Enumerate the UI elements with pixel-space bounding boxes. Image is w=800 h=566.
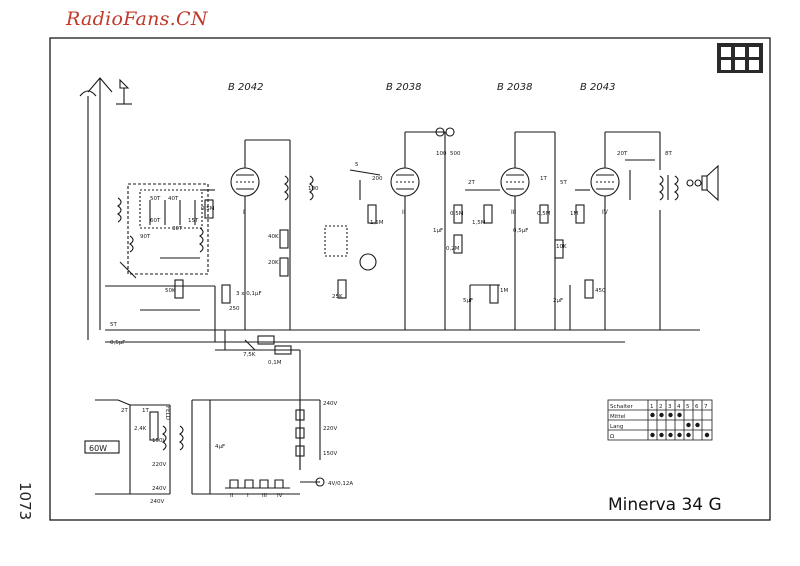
label-r-75K: 7,5K	[243, 352, 256, 358]
mains-voltage: 240V	[150, 499, 164, 505]
label-c-50T: 50T	[150, 196, 161, 202]
label-r-05M-c: 0,5M	[537, 211, 551, 217]
label-r-24K: 2,4K	[134, 426, 147, 432]
label-c-8T: 8T	[665, 151, 672, 157]
stage-numeral-4: IV	[602, 209, 609, 216]
tube-label-2: B 2038	[386, 82, 422, 93]
rectifier-tap-3: III	[262, 493, 267, 499]
switch-col-4: 4	[677, 404, 681, 410]
switch-col-6: 6	[695, 404, 699, 410]
rectifier-tap-1: II	[230, 493, 234, 499]
label-c-5T: 5T	[110, 322, 117, 328]
label-c-100a: 100	[308, 186, 319, 192]
label-c-90T: 90T	[140, 234, 151, 240]
label-c-1uF: 1μF	[433, 228, 443, 234]
secondary-tap-240: 240V	[152, 486, 166, 492]
label-r-1M-b: 1M	[570, 211, 578, 217]
label-c-5uF: 5μF	[463, 298, 473, 304]
label-c-2T-b: 2T	[121, 408, 128, 414]
label-r-02M: 0,2M	[446, 246, 460, 252]
label-c-1T: 1T	[540, 176, 547, 182]
switch-col-3: 3	[668, 404, 672, 410]
stage-numeral-1: I	[243, 209, 245, 216]
switch-col-1: 1	[650, 404, 654, 410]
label-c-200: 200	[372, 176, 383, 182]
label-r-40K: 40K	[268, 234, 279, 240]
secondary-tap-220: 220V	[152, 462, 166, 468]
switch-dot	[668, 412, 673, 418]
label-r-05M: 0,5M	[201, 206, 215, 212]
secondary-tap-150: 150V	[152, 438, 166, 444]
switch-table-header: Schalter	[610, 404, 633, 410]
switch-dot	[695, 422, 700, 428]
label-c-500: 500	[450, 151, 461, 157]
field-label: FELD	[164, 406, 170, 420]
label-c-3x01: 3 x 0,1μF	[236, 291, 262, 297]
label-c-30T: 30T	[172, 226, 183, 232]
stage-numeral-3: III	[511, 209, 517, 216]
switch-dot	[659, 432, 664, 438]
label-c-05uF-b: 0,5μF	[513, 228, 528, 234]
label-r-15M: 1,5M	[370, 220, 384, 226]
label-c-40T: 40T	[168, 196, 179, 202]
tube-label-4: B 2043	[580, 82, 616, 93]
label-r-20K: 20K	[268, 260, 279, 266]
label-n-5: 5	[355, 162, 359, 168]
tube-label-1: B 2042	[228, 82, 264, 93]
switch-dot	[668, 432, 673, 438]
switch-dot	[704, 432, 710, 438]
voltage-tap-240: 240V	[323, 401, 337, 407]
label-c-20T: 20T	[617, 151, 628, 157]
label-c-5T-b: 5T	[560, 180, 567, 186]
tube-label-3: B 2038	[497, 82, 533, 93]
stage-numeral-2: II	[402, 209, 406, 216]
switch-dot	[677, 412, 682, 418]
voltage-tap-150: 150V	[323, 451, 337, 457]
rectifier-tap-4: IV	[277, 493, 283, 499]
label-r-25K: 25K	[332, 294, 343, 300]
rectifier-tap-2: I	[247, 493, 249, 499]
switch-dot	[650, 412, 655, 418]
label-r-450: 450	[595, 288, 606, 294]
label-c-4uF: 4μF	[215, 444, 225, 450]
switch-dots	[650, 412, 710, 438]
switch-col-5: 5	[686, 404, 690, 410]
switch-dot	[686, 422, 691, 428]
page-title: Minerva 34 G	[608, 495, 722, 515]
switch-dot	[659, 412, 664, 418]
watermark: RadioFans.CN	[66, 8, 208, 30]
switch-table: Schalter 1 2 3 4 5 6 7 Mittel Lang Ω	[607, 399, 713, 441]
label-r-250: 250	[229, 306, 240, 312]
label-c-60T: 60T	[150, 218, 161, 224]
switch-dot	[677, 432, 682, 438]
switch-dot	[650, 432, 655, 438]
label-c-05uF: 0,5μF	[110, 340, 125, 346]
label-c-15T: 15T	[188, 218, 199, 224]
lamp-label: 60W	[89, 444, 107, 453]
switch-col-7: 7	[704, 404, 708, 410]
switch-dot	[686, 432, 691, 438]
switch-row-label-mittel: Mittel	[610, 414, 626, 420]
label-c-1T-b: 1T	[142, 408, 149, 414]
switch-col-2: 2	[659, 404, 663, 410]
label-r-05M-b: 0,5M	[450, 211, 464, 217]
label-r-01M: 0,1M	[268, 360, 282, 366]
label-r-10K: 10K	[556, 244, 567, 250]
label-r-50K: 50K	[165, 288, 176, 294]
label-c-2T-a: 2T	[468, 180, 475, 186]
label-c-2uF: 2μF	[553, 298, 563, 304]
label-c-100b: 100	[436, 151, 447, 157]
voltage-tap-220: 220V	[323, 426, 337, 432]
switch-row-label-omega: Ω	[610, 434, 614, 440]
pilot-lamp-label: 4V/0,12A	[328, 481, 353, 487]
switch-row-label-lang: Lang	[610, 424, 623, 430]
label-r-15M-b: 1,5M	[472, 220, 486, 226]
label-r-1M: 1M	[500, 288, 508, 294]
